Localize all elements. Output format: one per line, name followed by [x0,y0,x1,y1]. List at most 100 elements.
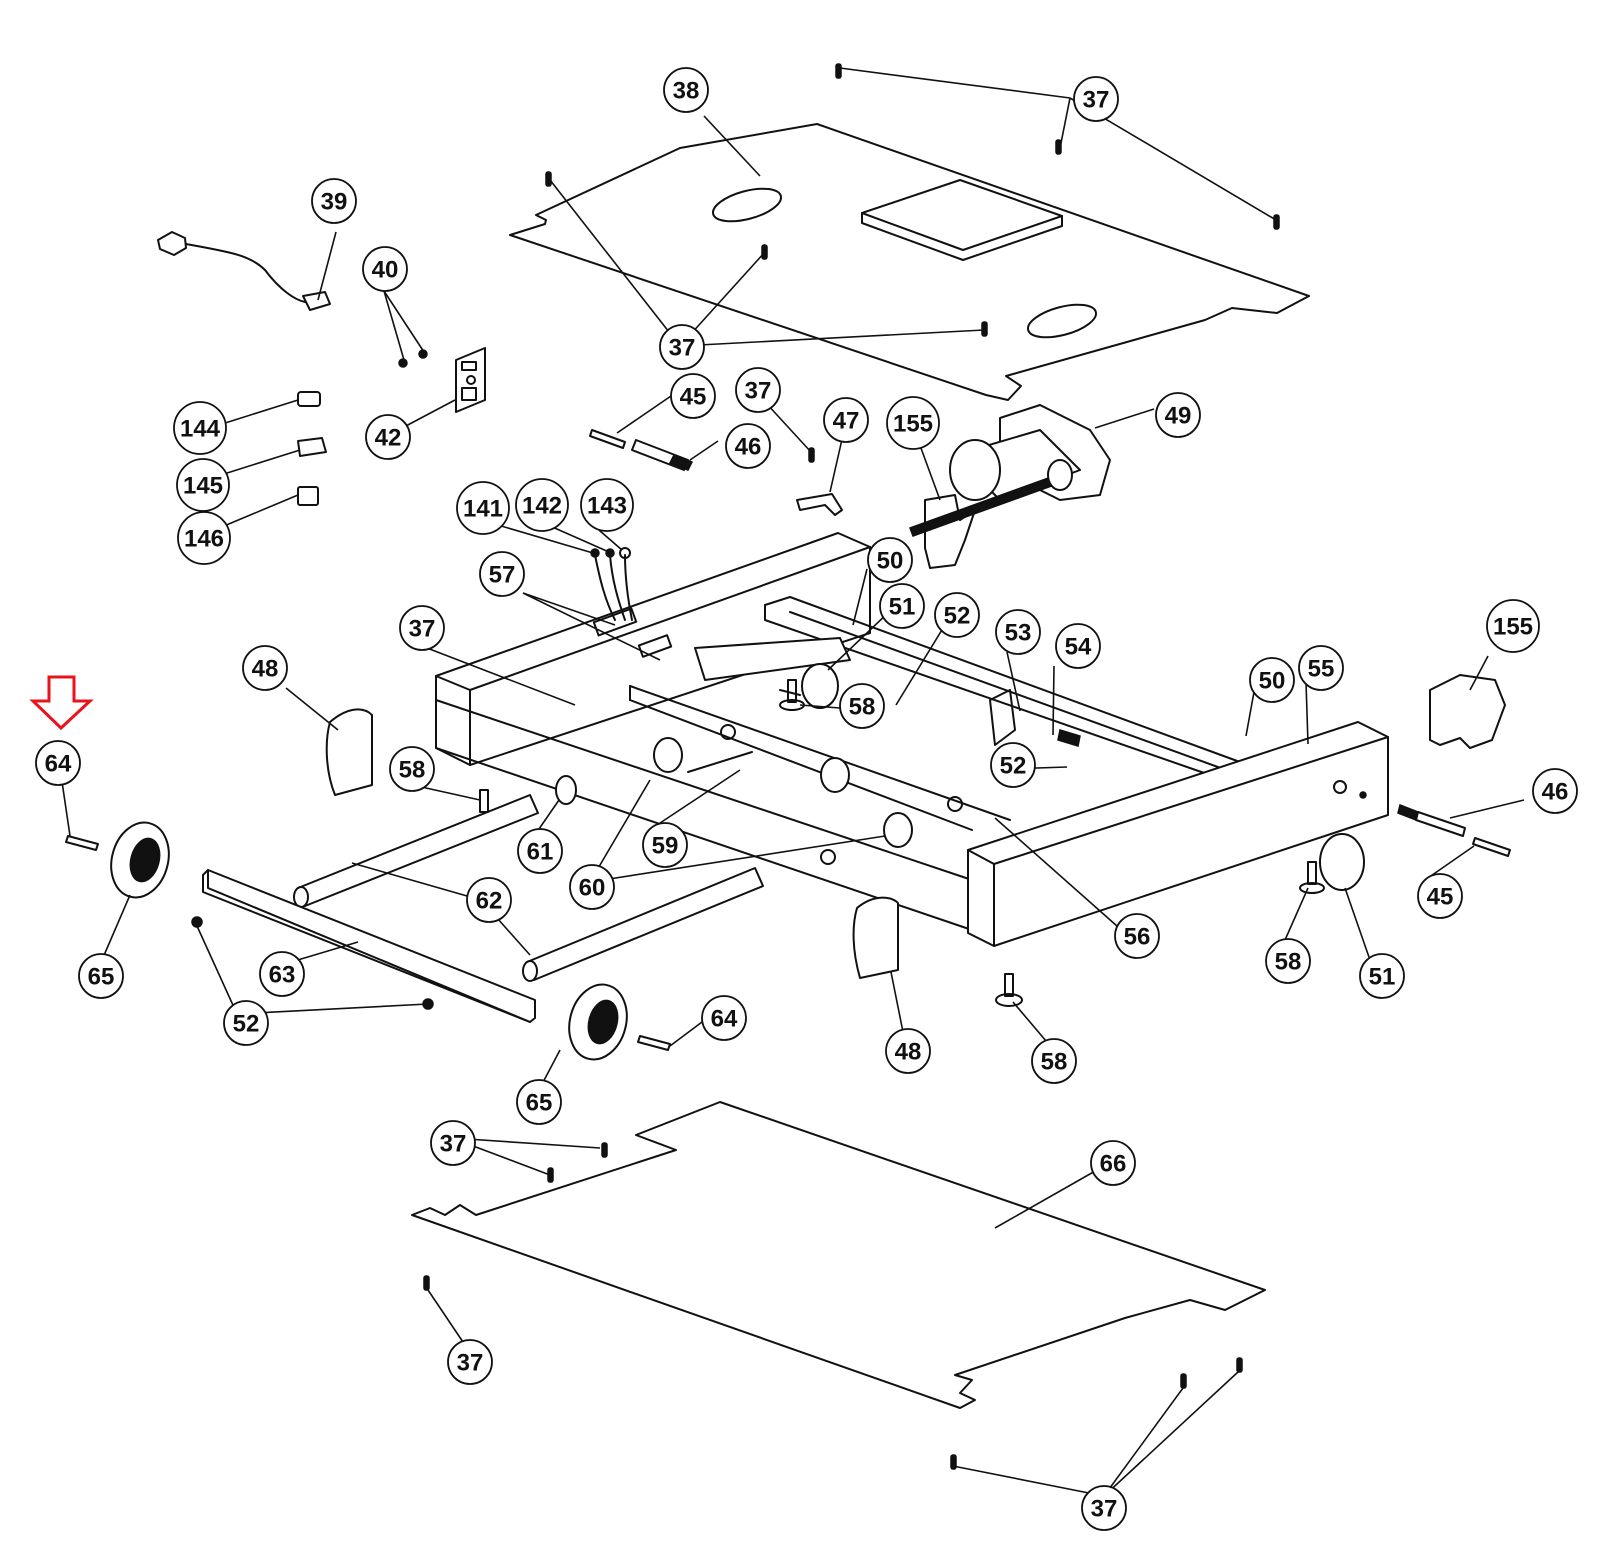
power-cord [157,231,331,311]
callout-circle [516,1079,562,1125]
callout-circle [1155,392,1201,438]
callout-number: 51 [889,594,916,621]
callout-circle [1265,938,1311,984]
screw-group-37-bottom [423,1142,1243,1470]
callout-65: 65 [78,953,124,999]
callout-circle [659,324,705,370]
callout-circle [663,67,709,113]
callout-47: 47 [823,397,869,443]
callout-circle [1090,1140,1136,1186]
callout-58: 58 [1031,1038,1077,1084]
callout-circle [1359,953,1405,999]
callout-circle [1298,645,1344,691]
callout-64: 64 [35,740,81,786]
bolt-64-left [65,835,99,851]
bracket-47 [796,493,843,516]
callout-circle [362,246,408,292]
callout-143: 143 [580,478,634,532]
callout-155: 155 [886,396,940,450]
callout-number: 51 [1369,964,1396,991]
callout-number: 65 [526,1090,553,1117]
callout-number: 37 [745,378,772,405]
callout-number: 48 [252,656,279,683]
callout-number: 146 [184,526,224,553]
callout-number: 37 [440,1131,467,1158]
callout-number: 48 [895,1039,922,1066]
callout-number: 144 [180,416,221,443]
callout-66: 66 [1090,1140,1136,1186]
callout-circle [456,481,510,535]
pins-upper [589,429,694,471]
callout-37: 37 [659,324,705,370]
callout-37: 37 [399,605,445,651]
callout-circle [879,583,925,629]
bracket-155-right [1429,674,1506,749]
lift-actuator-motor [909,404,1111,569]
callout-55: 55 [1298,645,1344,691]
callout-circle [642,822,688,868]
callout-number: 37 [669,335,696,362]
callout-number: 45 [680,384,707,411]
callout-number: 63 [269,962,296,989]
callout-number: 155 [1493,614,1533,641]
callout-142: 142 [515,478,569,532]
callout-number: 60 [579,875,606,902]
callout-61: 61 [517,828,563,874]
callout-circle [78,953,124,999]
callout-60: 60 [569,864,615,910]
callout-number: 52 [944,603,971,630]
callout-number: 64 [711,1006,738,1033]
callout-circle [823,397,869,443]
callout-155: 155 [1486,599,1540,653]
down-arrow-icon [29,675,94,731]
base-bar [191,869,536,1023]
callout-number: 143 [587,493,627,520]
callout-number: 53 [1005,620,1032,647]
callout-48: 48 [885,1028,931,1074]
callout-57: 57 [479,551,525,597]
callout-37: 37 [430,1120,476,1166]
callout-144: 144 [173,401,227,455]
callout-49: 49 [1155,392,1201,438]
callout-circle [242,645,288,691]
callout-number: 58 [1041,1049,1068,1076]
callout-circle [1114,913,1160,959]
bolt-64-front [637,1035,671,1051]
callout-37: 37 [1081,1485,1127,1531]
callout-circle [517,828,563,874]
callout-46: 46 [725,423,771,469]
callout-146: 146 [177,511,231,565]
callout-number: 57 [489,562,516,589]
top-cover-plate [509,123,1310,401]
callout-circle [447,1339,493,1385]
callout-circle [1417,873,1463,919]
callout-46: 46 [1532,768,1578,814]
pin-46-right [1415,811,1466,837]
callout-number: 45 [1427,884,1454,911]
callout-circle [1073,76,1119,122]
callout-number: 37 [457,1350,484,1377]
callout-50: 50 [1249,657,1295,703]
callout-59: 59 [642,822,688,868]
callout-circle [934,592,980,638]
callout-circle [701,995,747,1041]
callout-37: 37 [1073,76,1119,122]
callout-circle [365,414,411,460]
callout-number: 61 [527,839,554,866]
callout-number: 52 [233,1011,260,1038]
callout-62: 62 [466,877,512,923]
callout-circle [735,367,781,413]
callout-circle [479,551,525,597]
callout-63: 63 [259,951,305,997]
pin-45-right [1472,837,1511,857]
callout-number: 40 [372,257,399,284]
callout-circle [886,396,940,450]
callout-52: 52 [990,742,1036,788]
callout-circle [580,478,634,532]
callout-number: 155 [893,411,933,438]
callout-37: 37 [735,367,781,413]
callout-number: 47 [833,408,860,435]
wheel-cover-right [852,896,899,979]
callout-number: 58 [849,694,876,721]
